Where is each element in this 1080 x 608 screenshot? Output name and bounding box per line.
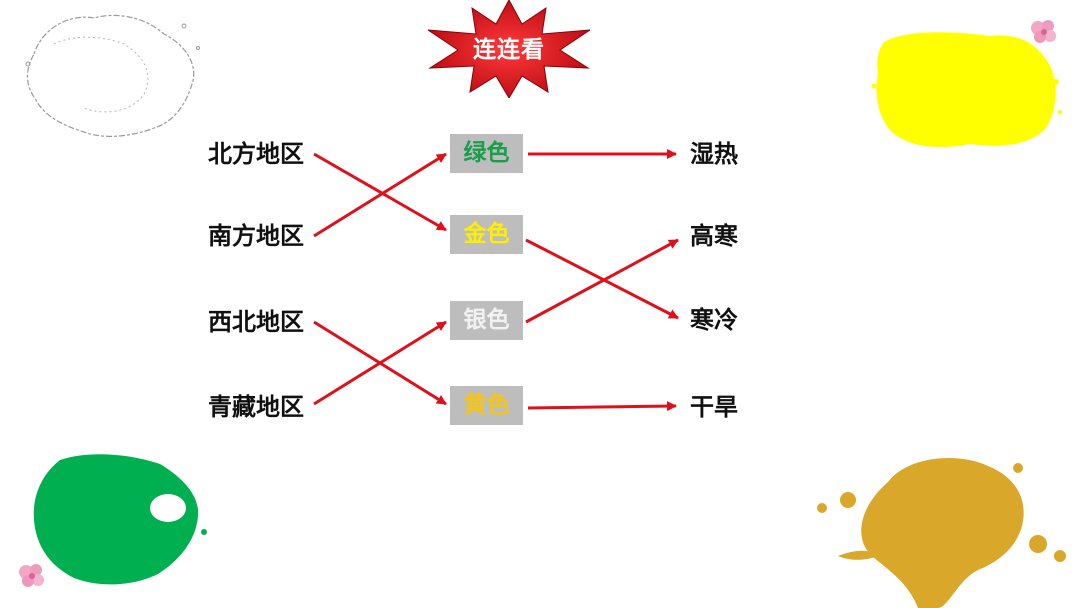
color-box-yellow[interactable]: 黄色	[450, 386, 523, 425]
climate-arid[interactable]: 干旱	[684, 392, 744, 422]
region-south[interactable]: 南方地区	[200, 221, 312, 251]
region-northwest[interactable]: 西北地区	[200, 307, 312, 337]
color-box-green[interactable]: 绿色	[450, 134, 523, 173]
color-label-yellow: 黄色	[464, 394, 510, 417]
color-box-silver[interactable]: 银色	[450, 301, 523, 340]
color-label-gold: 金色	[464, 223, 510, 246]
color-label-silver: 银色	[464, 309, 510, 332]
climate-humid-hot[interactable]: 湿热	[684, 139, 744, 169]
color-label-green: 绿色	[464, 142, 510, 165]
line-yellow-to-arid	[528, 406, 676, 408]
climate-cold[interactable]: 寒冷	[684, 305, 744, 335]
region-north[interactable]: 北方地区	[200, 139, 312, 169]
climate-alpine-cold[interactable]: 高寒	[684, 221, 744, 251]
region-tibet[interactable]: 青藏地区	[200, 392, 312, 422]
color-box-gold[interactable]: 金色	[450, 215, 523, 254]
